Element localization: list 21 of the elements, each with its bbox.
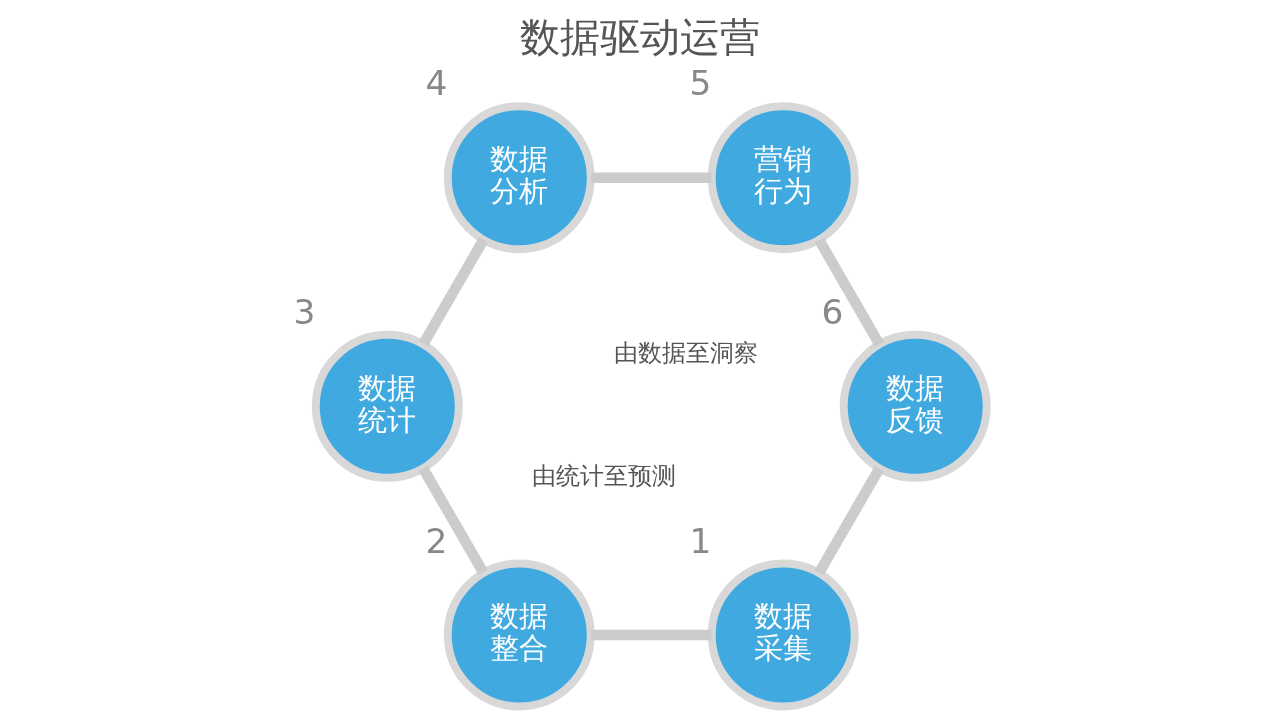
node-label: 1: [689, 520, 712, 561]
node-label: 3: [293, 291, 316, 332]
node-label: 2: [425, 520, 448, 561]
connector: [418, 465, 488, 576]
node-label: 4: [425, 63, 448, 104]
label: 由数据至洞察: [613, 338, 758, 367]
label: 由统计至预测: [531, 461, 676, 490]
connector: [591, 629, 712, 641]
node-circle: 数据分析: [443, 102, 595, 254]
connector: [418, 237, 489, 347]
node-circle: 数据反馈: [839, 330, 991, 482]
connector: [814, 466, 884, 576]
node-circle: 数据整合: [443, 559, 595, 711]
node-circle: 数据采集: [707, 559, 859, 711]
connector: [591, 172, 712, 184]
connector: [814, 237, 884, 347]
diagram-title: 数据驱动运营: [520, 13, 760, 60]
node-circle: 营销行为: [707, 102, 859, 254]
node-label: 6: [821, 291, 844, 332]
node-label: 5: [689, 63, 712, 104]
node-circle: 数据统计: [311, 330, 463, 482]
